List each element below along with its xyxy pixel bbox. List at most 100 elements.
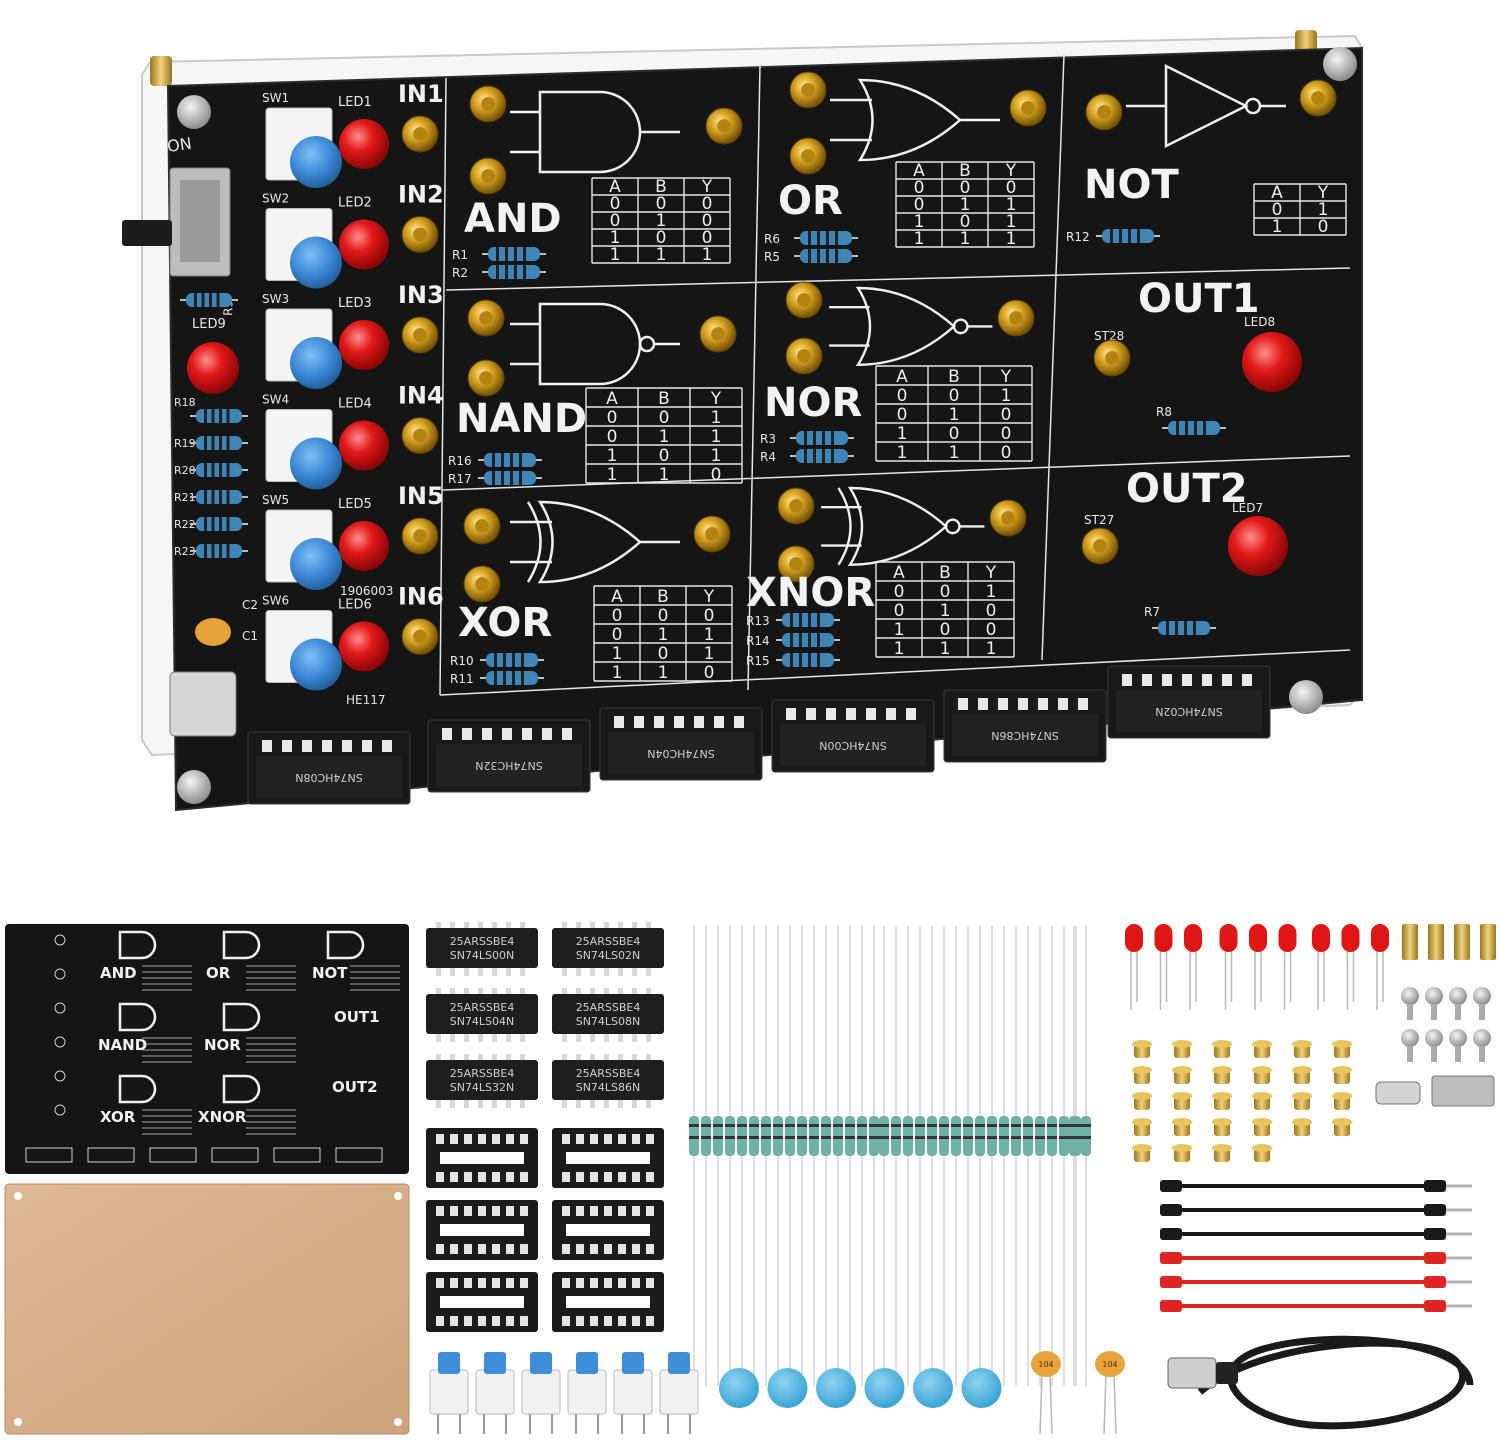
ic-leg [520,968,525,976]
resistor-label: R21 [174,491,196,504]
input-label: IN2 [398,181,444,209]
resistor-band [505,247,508,261]
ic-socket-part [426,1272,538,1332]
truth-table-cell: 1 [704,644,715,664]
truth-table-cell: 0 [1318,217,1329,237]
button-cap [719,1368,759,1408]
resistor-band [204,463,207,477]
led-body [1341,924,1360,952]
loose-resistor [927,926,937,1386]
ic-chip: SN74HC00N [771,699,935,773]
ic-leg [576,968,581,976]
resistor-band [869,1124,879,1127]
resistor-band [749,1124,759,1127]
ic-body [426,928,538,968]
socket-hole [618,1244,626,1254]
socket-hole [464,1172,472,1182]
truth-table-cell: 0 [940,620,951,640]
jumper-plug [1424,1228,1446,1240]
loose-resistor [773,926,783,1386]
resistor-band [1110,229,1113,243]
truth-table-cell: 0 [914,178,925,198]
resistor-band [903,1124,913,1127]
kit-terminal-rim [1132,1040,1152,1048]
resistor-band [833,1124,843,1127]
socket-hole [492,1244,500,1254]
truth-table-cell: 1 [960,229,971,249]
ic-pin [362,740,372,752]
terminal-hole [789,557,803,571]
input-led [339,521,389,571]
resistor-band [1011,1124,1021,1127]
ic-leg [604,1054,609,1062]
truth-table-cell: 0 [986,601,997,621]
truth-table-header: B [939,563,951,583]
ic-pin [382,740,392,752]
xor-gate-symbol [510,500,680,584]
loose-resistor [713,926,723,1386]
ic-leg [576,1100,581,1108]
resistor-band [204,490,207,504]
socket-hole [562,1206,570,1216]
loose-push-button [567,1352,607,1434]
socket-hole [450,1316,458,1326]
usb-connector-part [1375,1081,1421,1105]
truth-table-cell: 1 [658,663,669,683]
resistor-band [790,653,793,667]
pcb [166,46,1363,812]
resistor-band [1128,229,1131,243]
ic-pin [786,708,796,720]
ic-pin [522,728,532,740]
resistor-band [826,231,829,245]
loose-push-button [613,1352,653,1434]
terminal-hole [801,149,815,163]
resistor-band [1176,421,1179,435]
socket-hole [590,1316,598,1326]
socket-hole [604,1244,612,1254]
resistor-band [939,1136,949,1139]
resistor-band [808,633,811,647]
ic-pin [342,740,352,752]
ic-leg [590,968,595,976]
resistor-band [503,653,506,667]
power-switch[interactable] [122,167,231,277]
ic-leg [618,1034,623,1042]
gate-body [847,486,948,567]
socket-hole [562,1278,570,1288]
socket-hole [632,1316,640,1326]
acrylic-hole [14,1192,22,1200]
resistor-band [226,490,230,504]
ic-body [608,732,754,774]
usb-port[interactable] [169,671,237,737]
socket-hole [464,1244,472,1254]
resistor-band [999,1124,1009,1127]
resistor-band [761,1124,771,1127]
loose-resistor [1071,926,1081,1386]
ic-batch: 25ARSSBE4 [450,1067,515,1080]
loose-resistor [1069,926,1079,1386]
resistor-band [1119,229,1122,243]
resistor-band [211,517,215,531]
led-label: LED5 [338,497,372,512]
truth-table-cell: 0 [949,424,960,444]
ic-leg [590,988,595,996]
truth-table-cell: 0 [658,644,669,664]
socket-hole [590,1172,598,1182]
pcb-section-label: NOT [312,964,348,982]
ic-leg [506,1034,511,1042]
ic-leg [590,922,595,930]
ic-pin [846,708,856,720]
input-led [339,219,389,270]
truth-table-header: A [611,587,623,607]
pcb-section-label: NOR [204,1036,241,1054]
ic-leg [562,922,567,930]
ic-marking: SN74HC86N [991,729,1058,742]
ic-batch: 25ARSSBE4 [450,935,515,948]
ic-pin [886,708,896,720]
section-divider [439,649,1351,696]
socket-hole [506,1206,514,1216]
socket-window [566,1152,650,1164]
ic-leg [604,988,609,996]
cap-body [1095,1351,1125,1377]
